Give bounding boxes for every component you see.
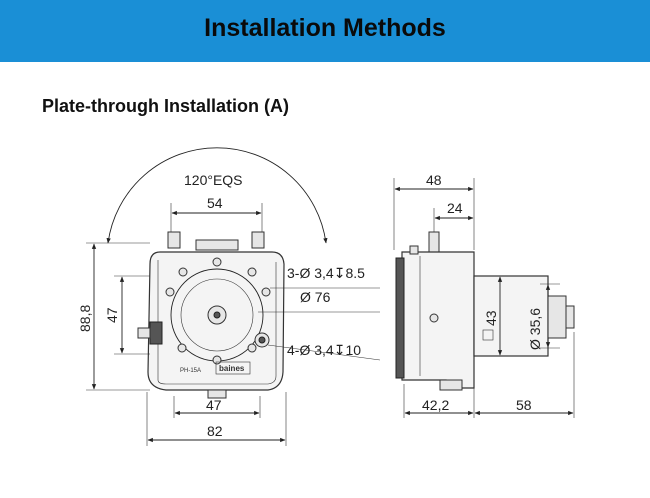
motor-shaft-boss <box>547 295 567 339</box>
angle-arc <box>106 147 328 244</box>
dim-88-label: 88,8 <box>77 305 93 332</box>
dim-42-label: 42,2 <box>422 397 449 413</box>
section-title: Plate-through Installation (A) <box>42 96 289 116</box>
logo-text: baines <box>219 364 245 373</box>
front-plate <box>395 257 405 379</box>
top-bracket-left <box>167 231 181 249</box>
dim-47h-label: 47 <box>206 397 222 413</box>
square-symbol <box>482 329 494 341</box>
dim-35-label: Ø 35,6 <box>527 308 543 350</box>
top-block <box>195 239 239 251</box>
side-view: 48 24 43 Ø 35,6 42,2 58 <box>393 172 575 418</box>
angle-label: 120°EQS <box>184 172 243 188</box>
motor-body <box>473 275 549 357</box>
dim-43-label: 43 <box>483 310 499 326</box>
tube-clamp <box>149 321 163 345</box>
dim-54-label: 54 <box>207 195 223 211</box>
page-title: Installation Methods <box>204 14 446 42</box>
header-banner: Installation Methods <box>0 0 650 62</box>
bore-callout: Ø 76 <box>300 289 331 305</box>
nameplate-text: PH-15A <box>180 368 201 374</box>
dim-47v-label: 47 <box>104 307 120 323</box>
dim-58-label: 58 <box>516 397 532 413</box>
mounting-screws <box>165 257 271 365</box>
dim-24-label: 24 <box>447 200 463 216</box>
dim-48-label: 48 <box>426 172 442 188</box>
dim-82-label: 82 <box>207 423 223 439</box>
top-bracket-right <box>251 231 265 249</box>
tube-port-top <box>428 231 440 253</box>
hole-b-callout: 4-Ø 3,4↧10 <box>287 342 361 358</box>
front-view: 120°EQS 54 <box>77 147 381 446</box>
hole-a-callout: 3-Ø 3,4↧8.5 <box>287 265 365 281</box>
